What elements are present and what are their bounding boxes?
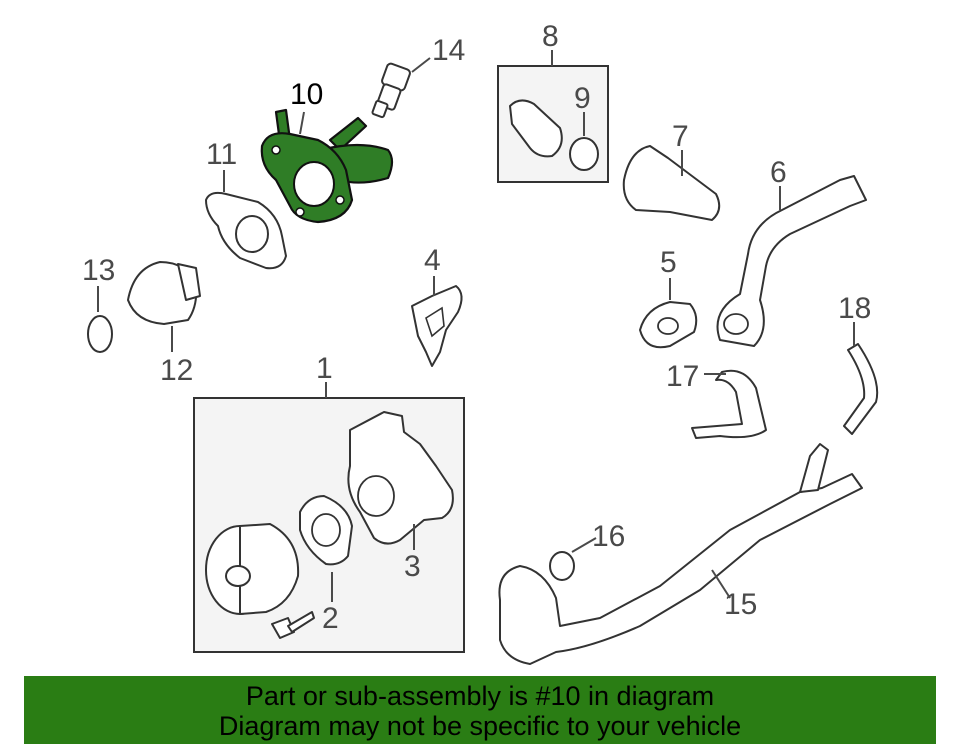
callout-8: 8: [542, 20, 559, 53]
part-15-pipe[interactable]: [498, 443, 863, 665]
callout-3: 3: [404, 550, 421, 583]
part-5-gasket[interactable]: [639, 301, 698, 349]
leader-10: [299, 111, 305, 135]
leader-16: [571, 537, 597, 553]
callout-7: 7: [672, 120, 689, 153]
part-1-bolt: [271, 611, 315, 639]
part-1-pulley: [205, 523, 300, 615]
callout-2: 2: [322, 602, 339, 635]
callout-17: 17: [666, 360, 699, 393]
callout-4: 4: [424, 244, 441, 277]
part-6-pipe[interactable]: [716, 175, 867, 347]
leader-15: [711, 569, 731, 599]
callout-12: 12: [160, 354, 193, 387]
callout-6: 6: [770, 156, 787, 189]
part-7-fitting[interactable]: [622, 145, 721, 221]
part-9-o-ring[interactable]: [569, 137, 599, 171]
callout-16: 16: [592, 520, 625, 553]
part-13-o-ring[interactable]: [87, 315, 113, 353]
leader-14: [411, 57, 431, 73]
part-18-hose[interactable]: [843, 343, 879, 435]
part-4-gasket[interactable]: [411, 285, 463, 367]
part-16-o-ring[interactable]: [549, 551, 575, 581]
callout-15: 15: [724, 588, 757, 621]
part-8-thermostat: [509, 99, 563, 158]
callout-13: 13: [82, 254, 115, 287]
part-11-gasket[interactable]: [205, 191, 287, 270]
part-3-housing[interactable]: [347, 411, 454, 545]
part-12-thermostat[interactable]: [127, 261, 201, 325]
callout-5: 5: [660, 246, 677, 279]
part-14-sensor[interactable]: [371, 62, 411, 119]
callout-18: 18: [838, 292, 871, 325]
callout-14: 14: [432, 34, 465, 67]
banner-line-1: Part or sub-assembly is #10 in diagram: [245, 681, 715, 711]
callout-1: 1: [316, 352, 333, 385]
info-banner: Part or sub-assembly is #10 in diagram D…: [24, 676, 936, 744]
part-10-thermostat-housing[interactable]: [260, 108, 394, 224]
banner-line-2: Diagram may not be specific to your vehi…: [218, 711, 742, 741]
part-2-gasket[interactable]: [299, 495, 353, 566]
callout-11: 11: [206, 138, 237, 171]
part-17-hose[interactable]: [691, 369, 767, 439]
callout-10: 10: [290, 78, 323, 111]
callout-9: 9: [574, 82, 591, 115]
